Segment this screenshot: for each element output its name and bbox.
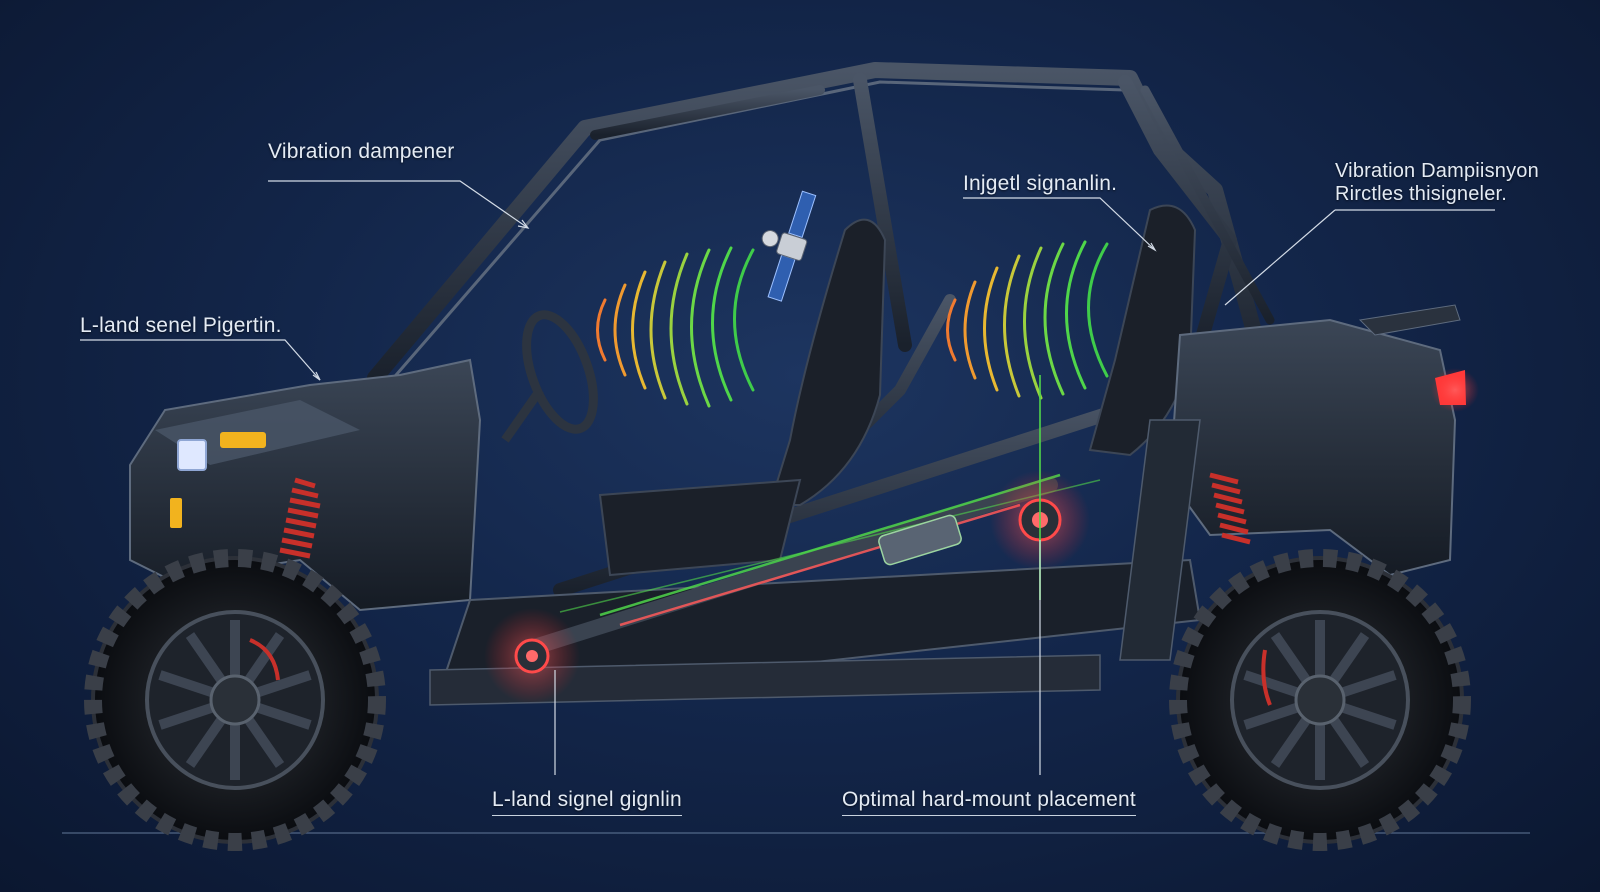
callout-bottom-center-underline — [842, 815, 1136, 816]
front-wheel — [84, 549, 386, 851]
headlight — [177, 439, 207, 471]
callout-center-top-text: Injgetl signanlin. — [963, 172, 1118, 195]
callout-top-right-line2: Rirctles thisigneler. — [1335, 183, 1508, 205]
steering-wheel — [501, 310, 598, 443]
leader-left — [80, 339, 321, 381]
callout-bottom-left: L-land signel gignlin — [492, 788, 682, 816]
callout-center-top: Injgetl signanlin. — [963, 172, 1117, 196]
side-marker-light — [170, 498, 182, 528]
leader-top-left — [268, 180, 529, 229]
callout-left-text: L-land senel Pigertin. — [80, 314, 282, 337]
callout-bottom-left-text: L-land signel gignlin — [492, 788, 682, 811]
callout-bottom-center-text: Optimal hard-mount placement — [842, 788, 1136, 811]
front-seat — [598, 218, 887, 577]
front-mount-highlight — [484, 608, 580, 704]
callout-top-left: Vibration dampener — [268, 140, 455, 164]
signal-waves-left — [596, 246, 755, 408]
rear-wheel — [1169, 549, 1471, 851]
callout-top-right-line1: Vibration Dampiisnyon — [1335, 160, 1539, 182]
leader-top-right — [1224, 209, 1495, 306]
turn-signal-light — [220, 432, 266, 448]
front-shock — [279, 477, 321, 559]
signal-waves-right — [946, 240, 1109, 400]
callout-leaders — [80, 180, 1495, 775]
callout-top-right: Vibration Dampiisnyon Rirctles thisignel… — [1335, 160, 1539, 206]
rear-shock — [1209, 472, 1251, 545]
callout-bottom-left-underline — [492, 815, 682, 816]
callout-top-left-text: Vibration dampener — [268, 140, 455, 163]
callout-left: L-land senel Pigertin. — [80, 314, 282, 338]
leader-center-top — [963, 197, 1156, 251]
callout-bottom-center: Optimal hard-mount placement — [842, 788, 1136, 816]
satellite-icon — [761, 190, 817, 302]
